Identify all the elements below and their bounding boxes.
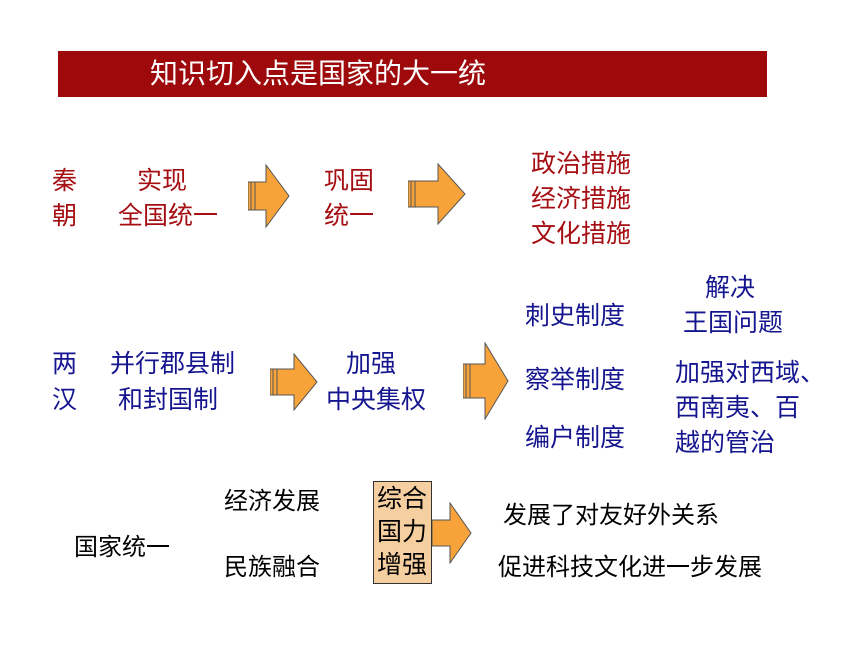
han-solve-line-2: 王国问题: [683, 308, 784, 337]
qin-achievement-line-2: 全国统一: [118, 201, 219, 230]
qin-dynasty-char-1: 秦: [52, 166, 78, 195]
page-title: 知识切入点是国家的大一统: [150, 57, 487, 90]
outcome-foreign-relations: 发展了对友好外关系: [503, 501, 719, 529]
qin-measure-political: 政治措施: [531, 149, 632, 178]
national-power-box: 综合 国力 增强: [373, 481, 432, 584]
qin-measure-economic: 经济措施: [531, 184, 632, 213]
han-governance-line-2: 西南夷、百: [675, 393, 801, 422]
han-governance-line-3: 越的管治: [675, 428, 776, 457]
national-power-line-1: 综合: [377, 484, 428, 513]
qin-dynasty-char-2: 朝: [52, 201, 78, 230]
han-system-line-1: 并行郡县制: [110, 349, 236, 378]
han-governance-line-1: 加强对西域、: [675, 358, 826, 387]
han-strengthen-line-1: 加强: [346, 349, 397, 378]
qin-consolidate-line-2: 统一: [324, 201, 375, 230]
qin-arrow-2: [408, 163, 466, 225]
han-arrow-2: [463, 342, 509, 420]
factor-economic-development: 经济发展: [224, 487, 320, 515]
han-dynasty-char-2: 汉: [52, 385, 78, 414]
qin-measure-cultural: 文化措施: [531, 219, 632, 248]
unity-arrow: [432, 502, 472, 564]
outcome-science-culture: 促进科技文化进一步发展: [498, 553, 762, 581]
unity-label: 国家统一: [74, 533, 170, 561]
qin-achievement-line-1: 实现: [137, 166, 188, 195]
han-institution-inspector: 刺史制度: [525, 301, 626, 330]
han-institution-registration: 编户制度: [525, 423, 626, 452]
han-system-line-2: 和封国制: [118, 385, 219, 414]
han-arrow-1: [270, 353, 318, 411]
qin-consolidate-line-1: 巩固: [324, 166, 375, 195]
han-dynasty-char-1: 两: [52, 349, 78, 378]
qin-arrow-1: [248, 163, 290, 229]
han-solve-line-1: 解决: [705, 273, 756, 302]
han-strengthen-line-2: 中央集权: [326, 385, 427, 414]
han-institution-recommendation: 察举制度: [525, 365, 626, 394]
national-power-line-3: 增强: [377, 550, 428, 579]
title-banner: 知识切入点是国家的大一统: [58, 51, 767, 97]
factor-ethnic-integration: 民族融合: [224, 553, 320, 581]
national-power-line-2: 国力: [377, 517, 428, 546]
